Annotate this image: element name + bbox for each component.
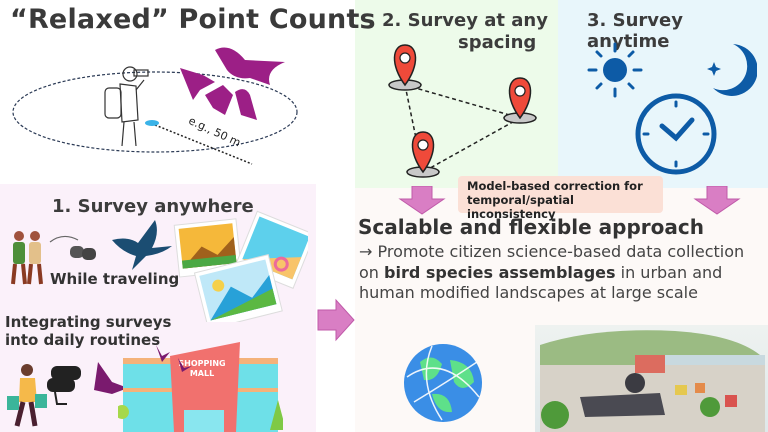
travel-photos-icon: [173, 210, 308, 322]
note-line1: Model-based correction for: [467, 179, 643, 193]
mall-sign-line1: SHOPPING: [178, 359, 225, 368]
sun-icon: [587, 42, 643, 98]
map-pin-icon: [388, 44, 422, 91]
moon-icon: [707, 44, 757, 96]
right-arrow-icon: [317, 298, 355, 342]
down-arrow-icon: [398, 186, 446, 215]
clock-icon: [635, 93, 717, 175]
note-line2: temporal/spatial inconsistency: [467, 193, 574, 221]
arrow-glyph: →: [359, 242, 373, 261]
routine-label-line1: Integrating surveys: [5, 313, 172, 331]
relaxed-point-counts-panel: [0, 0, 352, 182]
down-arrow-icon: [693, 186, 741, 215]
section1-heading: 1. Survey anywhere: [52, 196, 254, 217]
city-landscape-photo: [535, 325, 768, 432]
highlight-text: bird species assemblages: [384, 262, 616, 282]
main-title: “Relaxed” Point Counts: [10, 4, 376, 35]
shopping-mall-icon: SHOPPING MALL: [118, 342, 283, 432]
map-pin-icon: [503, 77, 537, 124]
globe-icon: [404, 344, 482, 422]
section2-heading-line1: 2. Survey at any: [382, 10, 548, 31]
while-traveling-label: While traveling: [50, 270, 180, 288]
binoculars-icon: [47, 366, 81, 405]
section2-heading-line2: spacing: [458, 32, 537, 53]
travelers-icon: [11, 231, 43, 285]
shopper-icon: [7, 364, 47, 427]
birdwatcher-icon: [104, 66, 149, 147]
purple-birds-icon: [180, 47, 285, 120]
outcome-description: → Promote citizen science-based data col…: [359, 242, 745, 302]
flying-bird-icon: [112, 220, 172, 270]
map-pin-icon: [406, 131, 440, 178]
binoculars-icon: [49, 235, 96, 260]
mall-sign-line2: MALL: [190, 369, 214, 378]
survey-sites-network-diagram: [388, 44, 537, 178]
routine-label-line2: into daily routines: [5, 331, 161, 349]
outcome-heading: Scalable and flexible approach: [358, 215, 704, 239]
model-correction-note: Model-based correction for temporal/spat…: [458, 176, 663, 221]
survey-radius-ellipse-illustration: [12, 71, 298, 165]
section3-heading: 3. Survey anytime: [587, 10, 683, 52]
